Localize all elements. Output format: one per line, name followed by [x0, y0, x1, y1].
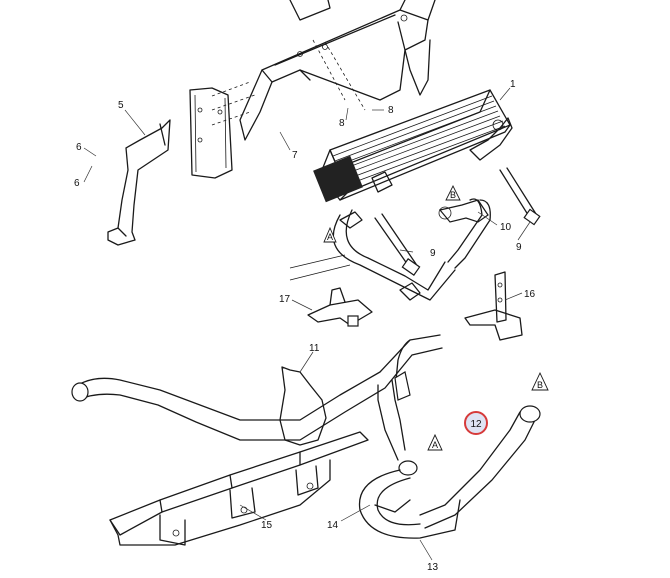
- callout-6-lower: 6: [74, 178, 80, 189]
- svg-text:B: B: [450, 190, 456, 200]
- callout-11: 11: [309, 343, 320, 354]
- callout-5: 5: [118, 100, 124, 111]
- oil-cooler-part-1: [313, 89, 513, 203]
- reference-mark-b-bottom: B: [531, 371, 549, 391]
- mounting-bracket: [239, 0, 436, 141]
- svg-text:A: A: [327, 232, 333, 242]
- callout-16: 16: [524, 289, 536, 300]
- bracket-part-15: [109, 431, 369, 546]
- cooler-line: [289, 209, 456, 301]
- leader-lines: [83, 87, 531, 561]
- clip-part-17: [307, 287, 373, 327]
- reference-mark-a-bottom: A: [427, 433, 443, 451]
- callout-17: 17: [279, 294, 291, 305]
- tube-part-11: [71, 334, 443, 446]
- callout-8-right: 8: [388, 105, 394, 116]
- callout-12: 12: [470, 419, 482, 430]
- callout-7: 7: [292, 150, 298, 161]
- reference-mark-a-top: A: [323, 226, 337, 243]
- callout-15: 15: [261, 520, 273, 531]
- callout-9-right: 9: [516, 242, 522, 253]
- bracket-part-5: [107, 87, 233, 246]
- callout-9-left: 9: [430, 248, 436, 259]
- bolt-part-9: [374, 167, 541, 276]
- callout-labels: 1 5 6 6 7 8 8 9 9 10 11 12 13 14 15 16 1…: [74, 79, 536, 573]
- callout-1: 1: [510, 79, 516, 90]
- callout-13: 13: [427, 562, 439, 573]
- hose-part-10: [438, 198, 491, 269]
- guide-lines: [211, 39, 366, 126]
- reference-mark-b-top: B: [445, 184, 461, 201]
- callout-6-upper: 6: [76, 142, 82, 153]
- svg-text:A: A: [432, 440, 438, 450]
- clip-part-16: [464, 271, 523, 341]
- callout-12-highlight: 12: [464, 411, 488, 435]
- svg-text:B: B: [537, 380, 543, 390]
- callout-8-left: 8: [339, 118, 345, 129]
- hose-part-12: [358, 371, 541, 539]
- callout-10: 10: [500, 222, 512, 233]
- callout-14: 14: [327, 520, 339, 531]
